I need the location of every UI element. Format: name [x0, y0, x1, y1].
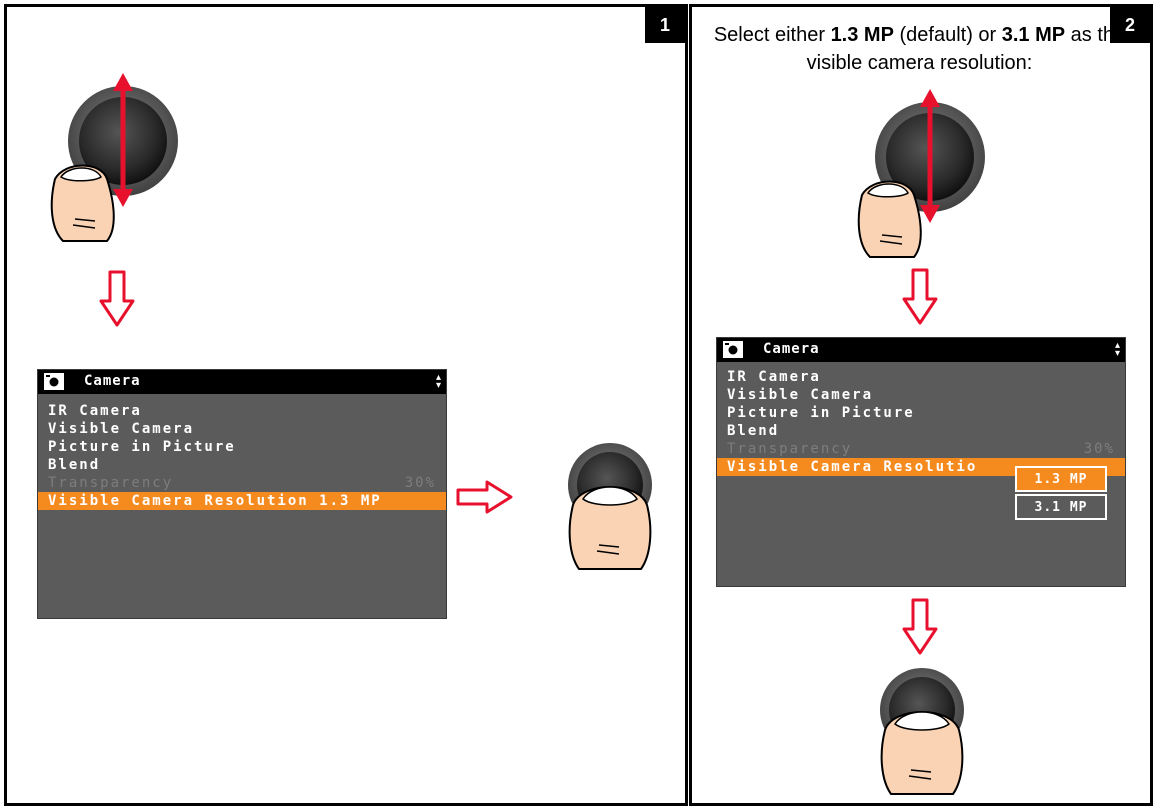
down-arrow-icon	[99, 270, 135, 327]
right-arrow-icon	[456, 480, 513, 514]
menu-item-visible-camera-resolution[interactable]: Visible Camera Resolution 1.3 MP	[38, 492, 446, 510]
menu-item-blend[interactable]: Blend	[48, 457, 101, 473]
scroll-indicator: ▴▾	[435, 372, 441, 391]
camera-icon	[723, 341, 743, 358]
camera-menu-screen: Camera ▴▾ IR Camera Visible Camera Pictu…	[37, 369, 447, 619]
menu-item-picture-in-picture[interactable]: Picture in Picture	[727, 405, 915, 421]
joystick-press-icon	[880, 668, 964, 795]
resolution-option-3-1mp[interactable]: 3.1 MP	[1015, 494, 1107, 520]
menu-header: Camera ▴▾	[717, 338, 1125, 362]
menu-title: Camera	[763, 341, 820, 357]
menu-header: Camera ▴▾	[38, 370, 446, 394]
menu-item-ir-camera[interactable]: IR Camera	[727, 369, 821, 385]
transparency-value: 30%	[1083, 441, 1115, 457]
step-2-panel: 2 Select either 1.3 MP (default) or 3.1 …	[689, 4, 1153, 806]
down-arrow-icon	[902, 268, 938, 325]
down-arrow-icon	[902, 598, 938, 655]
resolution-option-1-3mp[interactable]: 1.3 MP	[1015, 466, 1107, 492]
transparency-value: 30%	[404, 475, 436, 491]
joystick-up-down-icon	[857, 89, 985, 258]
menu-item-picture-in-picture[interactable]: Picture in Picture	[48, 439, 236, 455]
scroll-indicator: ▴▾	[1114, 340, 1120, 359]
menu-item-transparency: Transparency 30%	[48, 475, 436, 491]
menu-item-visible-camera[interactable]: Visible Camera	[48, 421, 195, 437]
menu-item-visible-camera[interactable]: Visible Camera	[727, 387, 874, 403]
joystick-press-icon	[568, 443, 652, 570]
menu-title: Camera	[84, 373, 141, 389]
menu-item-ir-camera[interactable]: IR Camera	[48, 403, 142, 419]
instruction-text: Select either 1.3 MP (default) or 3.1 MP…	[713, 24, 1126, 74]
menu-item-blend[interactable]: Blend	[727, 423, 780, 439]
joystick-up-down-icon	[50, 73, 178, 242]
step-1-panel: 1 Camera ▴▾ IR Camera Visible Camera Pic…	[4, 4, 688, 806]
step-1-badge: 1	[645, 7, 685, 43]
camera-icon	[44, 373, 64, 390]
menu-item-transparency: Transparency 30%	[727, 441, 1115, 457]
step-2-badge: 2	[1110, 7, 1150, 43]
camera-menu-screen: Camera ▴▾ IR Camera Visible Camera Pictu…	[716, 337, 1126, 587]
